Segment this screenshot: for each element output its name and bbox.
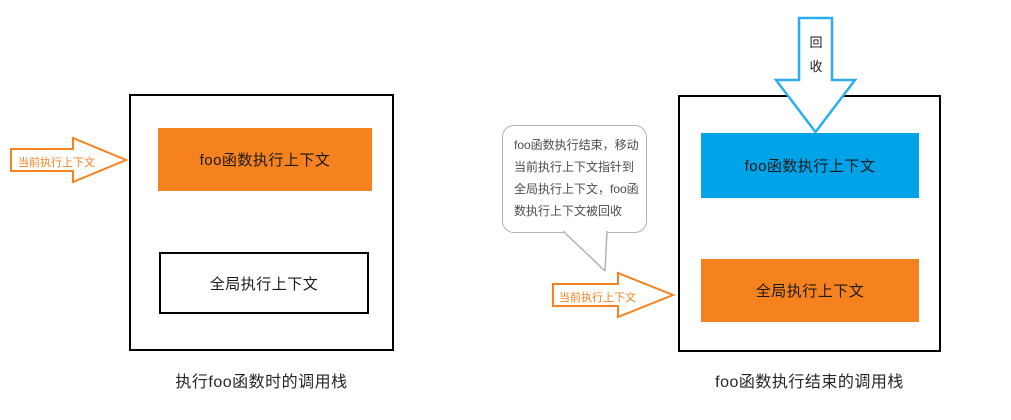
right-arrow-icon <box>552 271 676 319</box>
stack-frame-label: foo函数执行上下文 <box>199 152 331 169</box>
caption-left: 执行foo函数时的调用栈 <box>175 374 348 391</box>
stack-frame-label: foo函数执行上下文 <box>744 158 876 175</box>
stack-frame-global-left: 全局执行上下文 <box>159 252 369 314</box>
current-context-arrow-label: 当前执行上下文 <box>18 157 95 169</box>
recycle-arrow: 回 收 <box>773 16 858 135</box>
annotation-bubble-text: foo函数执行结束，移动当前执行上下文指针到全局执行上下文，foo函数执行上下文… <box>514 138 639 218</box>
right-arrow-icon <box>10 136 129 184</box>
current-context-arrow-label: 当前执行上下文 <box>559 292 636 304</box>
recycle-arrow-label: 回 收 <box>809 35 823 74</box>
annotation-bubble-tail <box>555 230 617 275</box>
stack-frame-label: 全局执行上下文 <box>755 283 865 300</box>
stack-frame-foo-left: foo函数执行上下文 <box>158 128 372 191</box>
current-context-arrow-right: 当前执行上下文 <box>552 271 676 319</box>
current-context-arrow-left: 当前执行上下文 <box>10 136 129 184</box>
stack-frame-label: 全局执行上下文 <box>209 275 319 293</box>
down-arrow-icon <box>773 16 858 135</box>
annotation-bubble: foo函数执行结束，移动当前执行上下文指针到全局执行上下文，foo函数执行上下文… <box>502 125 647 233</box>
stack-frame-global-right: 全局执行上下文 <box>701 259 919 322</box>
caption-right: foo函数执行结束的调用栈 <box>715 374 904 391</box>
stack-frame-foo-right: foo函数执行上下文 <box>701 133 919 198</box>
